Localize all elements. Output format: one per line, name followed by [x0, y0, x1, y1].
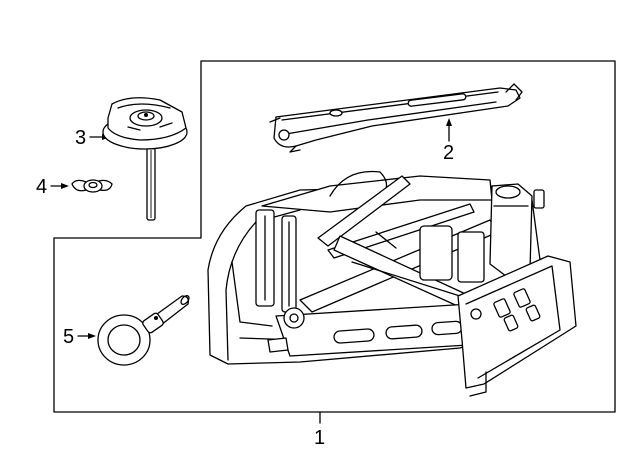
leader-arrow-4 [50, 183, 69, 189]
leader-arrow-2 [446, 118, 452, 142]
leader-arrow-5 [77, 333, 96, 339]
callout-3: 3 [75, 127, 87, 149]
assembly-group-border [53, 60, 616, 413]
callout-1: 1 [314, 427, 326, 449]
callout-5: 5 [63, 326, 75, 348]
hold-down-bolt-icon [102, 97, 188, 221]
callout-4: 4 [36, 176, 48, 198]
lug-wrench-icon [97, 295, 190, 366]
jack-handle-icon [269, 83, 523, 153]
callout-2: 2 [443, 142, 455, 164]
jack-assembly-icon [207, 170, 577, 397]
wing-nut-icon [71, 179, 113, 193]
